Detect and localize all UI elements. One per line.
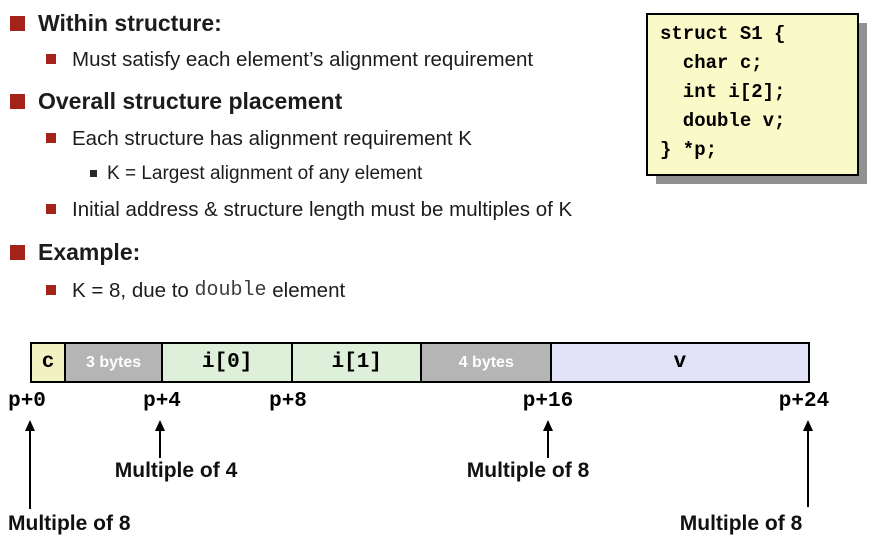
mem-cell-i1: i[1] xyxy=(290,342,423,383)
memory-layout-row: c 3 bytes i[0] i[1] 4 bytes v xyxy=(30,342,810,383)
inline-code-double: double xyxy=(194,279,267,302)
code-line: struct S1 { xyxy=(660,23,786,45)
bullet-text: Example: xyxy=(38,239,141,265)
bullet-text: Within structure: xyxy=(38,10,222,36)
level2-bullet-icon xyxy=(46,54,56,64)
annotation-multiple-of-4: Multiple of 4 xyxy=(114,459,238,482)
annotation-multiple-of-8-left: Multiple of 8 xyxy=(8,512,131,535)
bullet-text-after: element xyxy=(266,279,346,302)
bullet-text: Each structure has alignment requirement… xyxy=(72,127,472,150)
arrowhead-icon xyxy=(25,420,35,431)
bullet-text: Overall structure placement xyxy=(38,88,343,114)
bullet-text: Must satisfy each element’s alignment re… xyxy=(72,48,534,71)
bullet-k8-example: K = 8, due to double element xyxy=(46,277,345,305)
offset-label-p4: p+4 xyxy=(143,390,181,413)
struct-code-box: struct S1 { char c; int i[2]; double v; … xyxy=(646,13,859,176)
bullet-initial-address: Initial address & structure length must … xyxy=(46,196,572,224)
annotation-multiple-of-8-right: Multiple of 8 xyxy=(679,512,803,535)
level2-bullet-icon xyxy=(46,285,56,295)
level1-bullet-icon xyxy=(10,245,25,260)
bullet-text-before: K = 8, due to xyxy=(72,279,195,302)
bullet-k-largest: K = Largest alignment of any element xyxy=(90,161,422,187)
mem-cell-c: c xyxy=(30,342,67,383)
level2-bullet-icon xyxy=(46,204,56,214)
offset-label-p16: p+16 xyxy=(522,390,574,413)
mem-cell-padding-4bytes: 4 bytes xyxy=(420,342,553,383)
bullet-example: Example: xyxy=(10,237,140,267)
arrowhead-icon xyxy=(543,420,553,431)
bullet-must-satisfy: Must satisfy each element’s alignment re… xyxy=(46,46,533,74)
level2-bullet-icon xyxy=(46,133,56,143)
bullet-within-structure: Within structure: xyxy=(10,8,222,38)
up-arrow-p24 xyxy=(802,420,814,507)
code-line: int i[2]; xyxy=(660,81,786,103)
code-line: char c; xyxy=(660,52,763,74)
bullet-text: K = Largest alignment of any element xyxy=(107,163,423,184)
mem-cell-i0: i[0] xyxy=(161,342,294,383)
offset-label-p0: p+0 xyxy=(8,390,46,413)
up-arrow-p0 xyxy=(24,420,36,509)
level1-bullet-icon xyxy=(10,16,25,31)
bullet-overall-placement: Overall structure placement xyxy=(10,86,342,116)
up-arrow-p4 xyxy=(154,420,166,458)
level1-bullet-icon xyxy=(10,94,25,109)
arrowhead-icon xyxy=(155,420,165,431)
mem-cell-padding-3bytes: 3 bytes xyxy=(63,342,164,383)
bullet-each-structure: Each structure has alignment requirement… xyxy=(46,125,472,153)
code-line: double v; xyxy=(660,110,786,132)
code-line: } *p; xyxy=(660,139,718,161)
arrowhead-icon xyxy=(803,420,813,431)
mem-cell-v: v xyxy=(549,342,810,383)
level3-bullet-icon xyxy=(90,170,97,177)
offset-label-p24: p+24 xyxy=(778,390,830,413)
up-arrow-p16 xyxy=(542,420,554,458)
bullet-text: Initial address & structure length must … xyxy=(72,198,573,221)
annotation-multiple-of-8-mid: Multiple of 8 xyxy=(466,459,590,482)
offset-label-p8: p+8 xyxy=(269,390,307,413)
